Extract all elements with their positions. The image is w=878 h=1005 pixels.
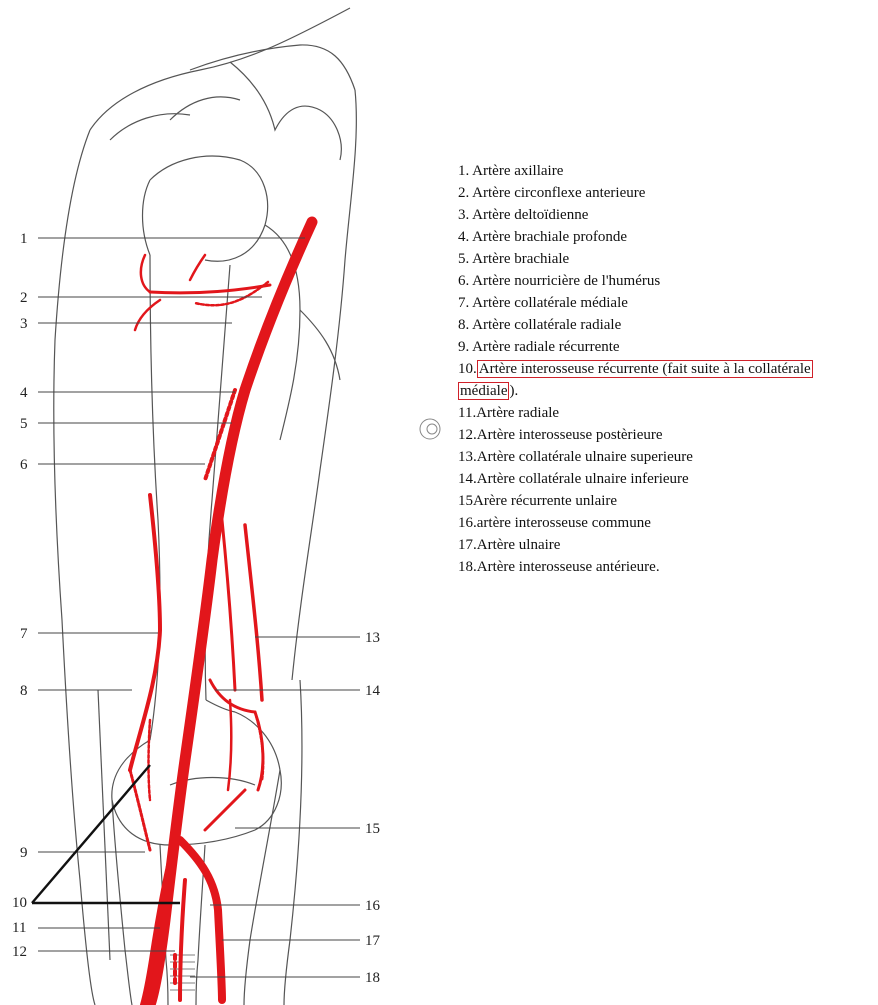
legend-item: 9. Artère radiale récurrente — [458, 336, 878, 358]
arm-outline — [54, 8, 357, 1005]
label-17: 17 — [365, 933, 381, 949]
arteries — [130, 222, 312, 1005]
legend-item-text: 8. Artère collatérale radiale — [458, 317, 621, 333]
legend-item: 17.Artère ulnaire — [458, 534, 878, 556]
legend-item-text: 7. Artère collatérale médiale — [458, 295, 628, 311]
highlighted-text-box-continued: médiale — [458, 382, 509, 400]
legend-item: 16.artère interosseuse commune — [458, 512, 878, 534]
legend-item-suffix: ). — [509, 383, 518, 399]
label-18: 18 — [365, 970, 380, 986]
legend-item: 6. Artère nourricière de l'humérus — [458, 270, 878, 292]
legend-item: 11.Artère radiale — [458, 402, 878, 424]
label-14: 14 — [365, 683, 381, 699]
diagram-number-labels: 1 2 3 4 5 6 7 8 9 10 11 12 13 14 15 16 1… — [12, 231, 381, 986]
label-5: 5 — [20, 416, 28, 432]
legend-item-text: 6. Artère nourricière de l'humérus — [458, 273, 660, 289]
legend-item-text: 5. Artère brachiale — [458, 251, 569, 267]
legend-item-text: 4. Artère brachiale profonde — [458, 229, 627, 245]
label-16: 16 — [365, 898, 381, 914]
label-2: 2 — [20, 290, 28, 306]
legend-item: 1. Artère axillaire — [458, 160, 878, 182]
legend-item: 12.Artère interosseuse postèrieure — [458, 424, 878, 446]
label-15: 15 — [365, 821, 380, 837]
label-6: 6 — [20, 457, 28, 473]
legend-item-text: 3. Artère deltoïdienne — [458, 207, 588, 223]
stray-sketch-mark — [420, 419, 440, 439]
legend-item-text: 1. Artère axillaire — [458, 163, 563, 179]
label-1: 1 — [20, 231, 28, 247]
legend-item: 15Arère récurrente unlaire — [458, 490, 878, 512]
label-8: 8 — [20, 683, 28, 699]
legend-item-number: 10. — [458, 361, 477, 377]
highlighted-text-box: Artère interosseuse récurrente (fait sui… — [477, 360, 813, 378]
label-10: 10 — [12, 895, 27, 911]
legend-item-text: 13.Artère collatérale ulnaire superieure — [458, 449, 693, 465]
legend-item: 8. Artère collatérale radiale — [458, 314, 878, 336]
artery-legend: 1. Artère axillaire 2. Artère circonflex… — [458, 160, 878, 578]
legend-item-text: 12.Artère interosseuse postèrieure — [458, 427, 663, 443]
label-12: 12 — [12, 944, 27, 960]
label-13: 13 — [365, 630, 380, 646]
legend-item-text: 14.Artère collatérale ulnaire inferieure — [458, 471, 689, 487]
label-9: 9 — [20, 845, 28, 861]
legend-item-text: 9. Artère radiale récurrente — [458, 339, 620, 355]
label-7: 7 — [20, 626, 28, 642]
legend-item-text: 18.Artère interosseuse antérieure. — [458, 559, 660, 575]
label-4: 4 — [20, 385, 28, 401]
legend-item-text: 11.Artère radiale — [458, 405, 559, 421]
legend-item: 13.Artère collatérale ulnaire superieure — [458, 446, 878, 468]
legend-item-text: 15Arère récurrente unlaire — [458, 493, 617, 509]
legend-item: 7. Artère collatérale médiale — [458, 292, 878, 314]
label-11: 11 — [12, 920, 26, 936]
legend-item: 2. Artère circonflexe anterieure — [458, 182, 878, 204]
legend-item-text: 17.Artère ulnaire — [458, 537, 560, 553]
legend-item-text: 16.artère interosseuse commune — [458, 515, 651, 531]
legend-item: 3. Artère deltoïdienne — [458, 204, 878, 226]
legend-item: 18.Artère interosseuse antérieure. — [458, 556, 878, 578]
legend-item-text: 2. Artère circonflexe anterieure — [458, 185, 645, 201]
legend-item-highlighted: 10.Artère interosseuse récurrente (fait … — [458, 358, 878, 402]
legend-item: 4. Artère brachiale profonde — [458, 226, 878, 248]
label-3: 3 — [20, 316, 28, 332]
legend-item: 14.Artère collatérale ulnaire inferieure — [458, 468, 878, 490]
legend-item: 5. Artère brachiale — [458, 248, 878, 270]
